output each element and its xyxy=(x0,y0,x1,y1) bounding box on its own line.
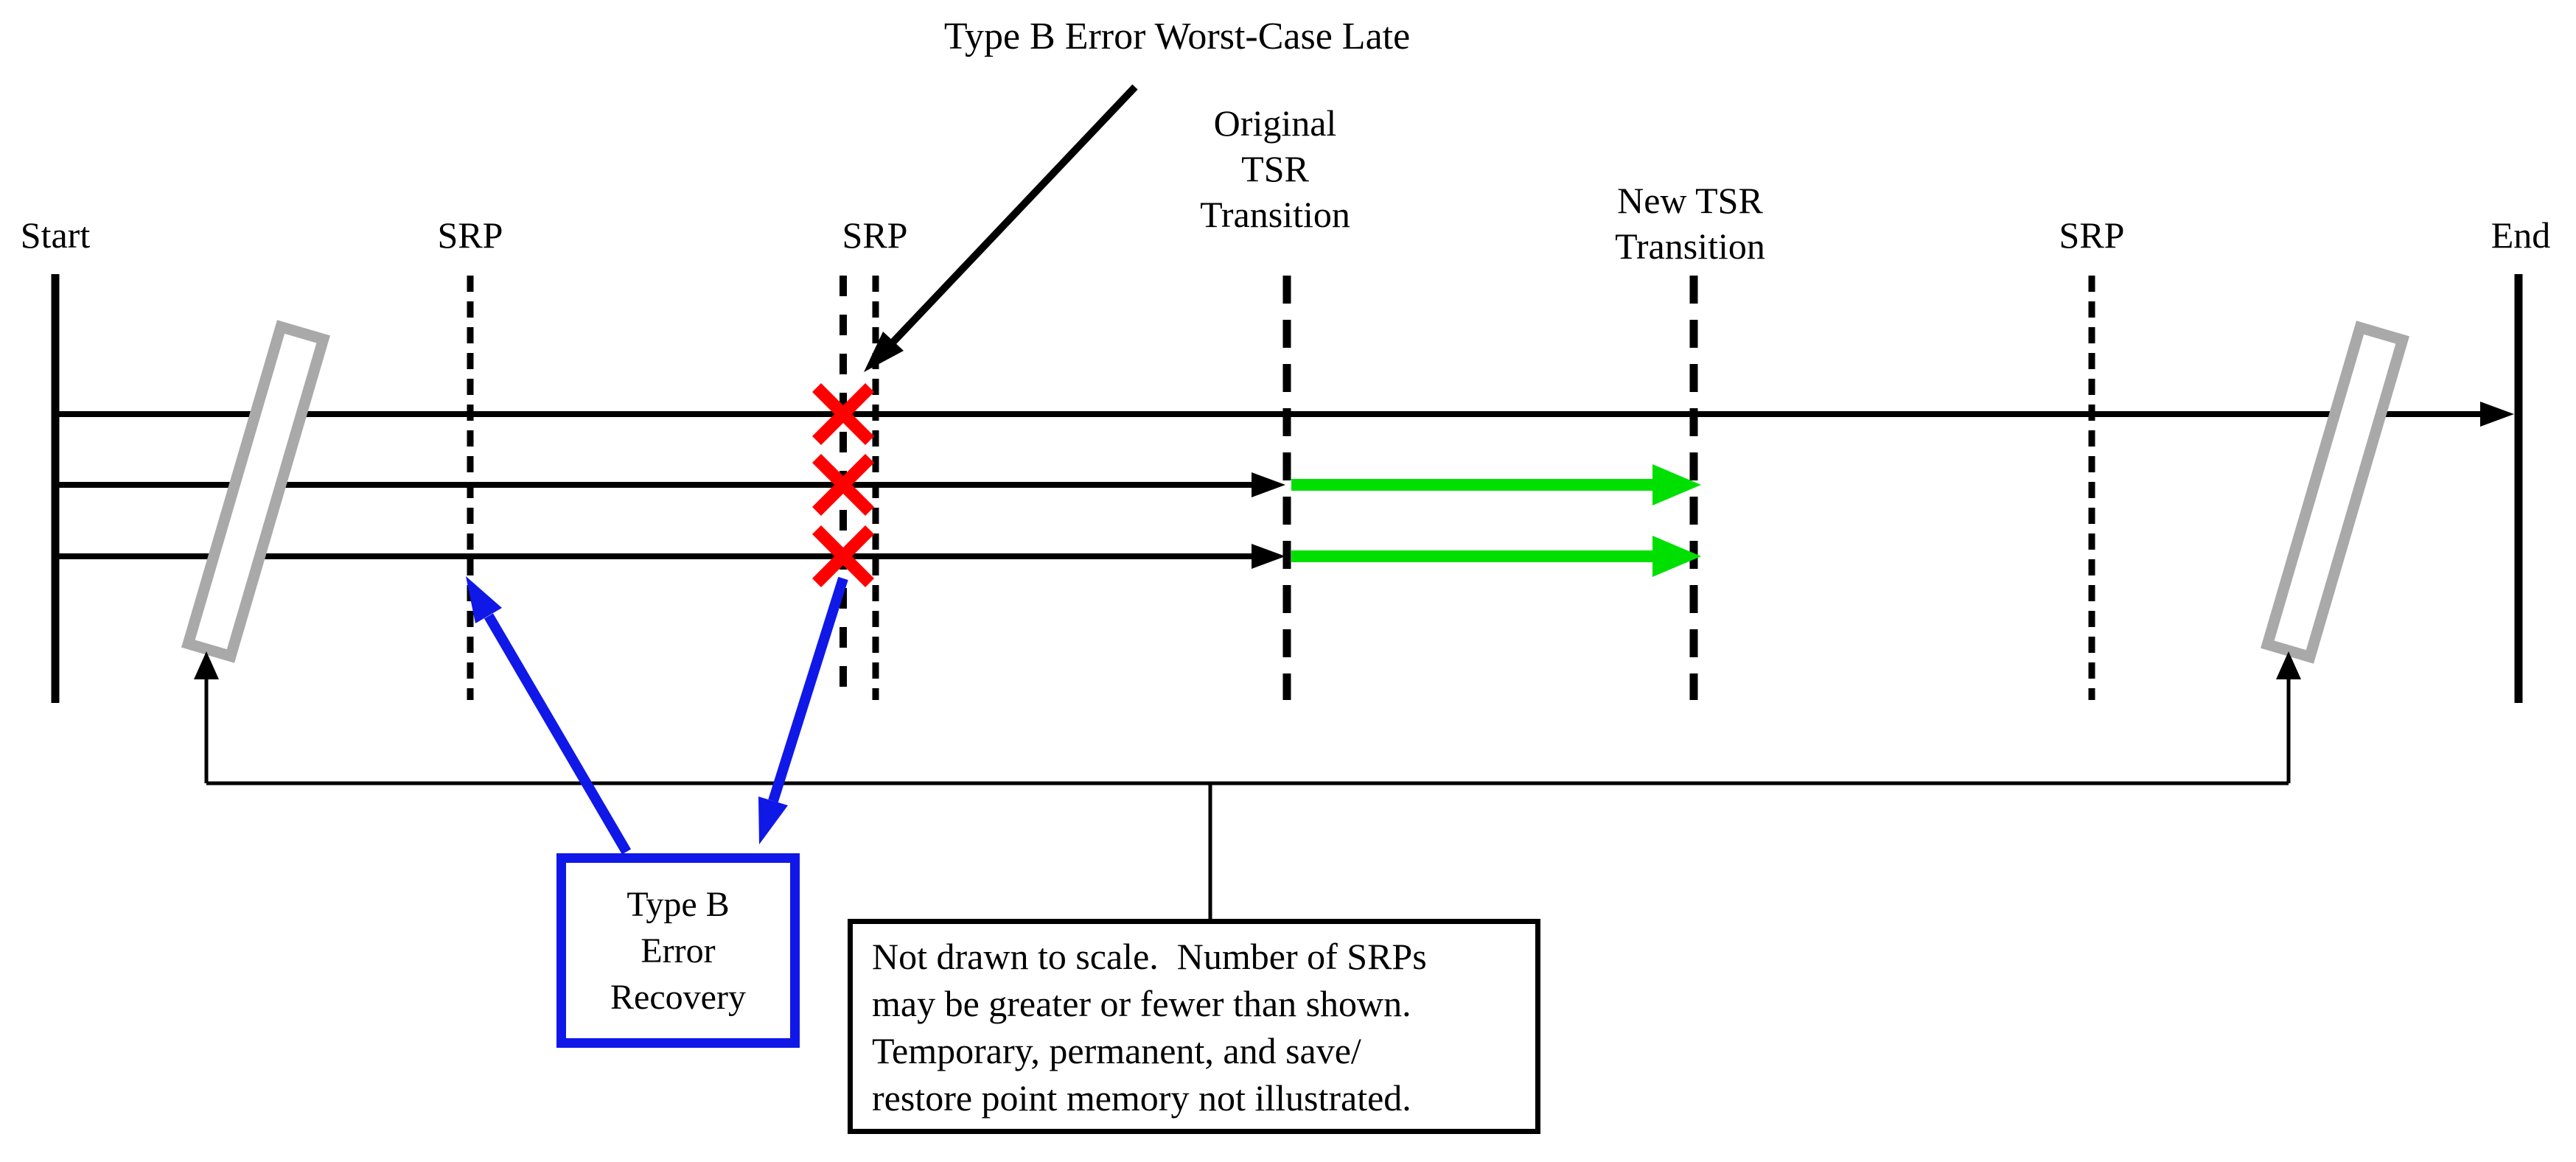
end-label: End xyxy=(2491,214,2551,256)
bracket-left-arrowhead xyxy=(194,651,219,679)
start-label: Start xyxy=(20,214,91,256)
new-transition-green-arrowhead-2 xyxy=(1652,536,1701,577)
break-symbol-left xyxy=(181,320,330,663)
scale-note-box: Not drawn to scale. Number of SRPs may b… xyxy=(848,919,1540,1134)
diagram-title: Type B Error Worst-Case Late xyxy=(943,15,1411,57)
timeline-3-arrowhead xyxy=(1252,544,1285,569)
original-tsr-label-line1: Original xyxy=(1213,102,1337,144)
bracket-right-arrowhead xyxy=(2276,651,2301,679)
original-tsr-label-line2: TSR xyxy=(1241,148,1309,189)
title-annotation-arrowhead xyxy=(864,332,904,372)
recovery-arrow-from-error-shaft xyxy=(768,576,848,803)
recovery-box-line1: Type B xyxy=(626,884,730,924)
srp-label-1: SRP xyxy=(437,214,503,256)
new-transition-green-arrowhead-1 xyxy=(1652,464,1701,505)
note-line-4: restore point memory not illustrated. xyxy=(872,1077,1411,1119)
note-line-2: may be greater or fewer than shown. xyxy=(872,983,1411,1024)
recovery-box-line3: Recovery xyxy=(610,977,746,1017)
original-tsr-label-line3: Transition xyxy=(1200,194,1350,235)
note-line-3: Temporary, permanent, and save/ xyxy=(872,1030,1361,1071)
title-annotation-arrow-shaft xyxy=(889,84,1138,346)
new-tsr-label: New TSR Transition xyxy=(1615,178,1765,269)
srp-label-2: SRP xyxy=(842,214,908,256)
recovery-box-line2: Error xyxy=(640,931,716,970)
recovery-arrow-to-srp-shaft xyxy=(484,613,632,855)
new-tsr-label-line1: New TSR xyxy=(1617,180,1763,221)
note-line-1: Not drawn to scale. Number of SRPs xyxy=(872,936,1427,977)
original-tsr-label: Original TSR Transition xyxy=(1200,100,1350,237)
recovery-arrow-from-error-head xyxy=(758,797,788,844)
error-x-mark-3 xyxy=(811,525,875,588)
new-tsr-label-line2: Transition xyxy=(1615,225,1765,267)
error-x-mark-2 xyxy=(811,453,875,517)
recovery-arrow-to-srp-head xyxy=(466,576,502,623)
srp-label-3: SRP xyxy=(2059,214,2125,256)
timeline-1-arrowhead xyxy=(2480,402,2514,427)
break-symbol-right xyxy=(2261,321,2409,664)
error-x-mark-1 xyxy=(811,382,875,446)
timeline-2-arrowhead xyxy=(1252,472,1285,497)
type-b-error-recovery-box: Type B Error Recovery xyxy=(556,853,800,1048)
